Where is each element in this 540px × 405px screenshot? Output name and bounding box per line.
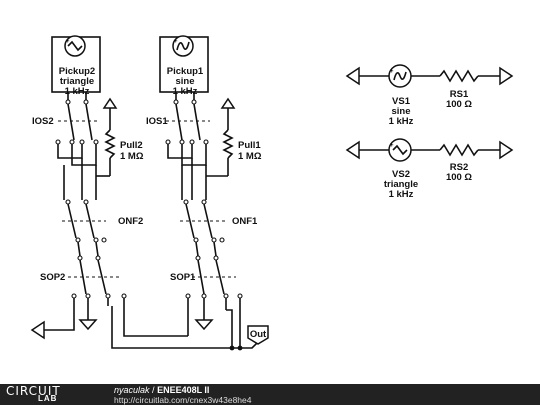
pickup1-name: Pickup1 <box>167 66 204 77</box>
pickup2-source[interactable]: + <box>51 35 101 93</box>
vs1-freq: 1 kHz <box>389 116 414 127</box>
sop1-label: SOP1 <box>170 272 196 283</box>
onf2-label: ONF2 <box>118 216 143 227</box>
schematic-diagram: + Pickup2 triangle 1 kHz IOS2 Pull2 1 MΩ <box>30 35 514 351</box>
pickup1-source[interactable]: + <box>159 35 209 93</box>
ground-icon <box>194 319 214 331</box>
sop2-label: SOP2 <box>40 272 65 283</box>
circuitlab-logo-top[interactable]: CIRCUIT <box>6 384 61 398</box>
left-output-arrow-icon <box>30 320 45 340</box>
vs1-wave: sine <box>391 106 410 117</box>
sop2-switch[interactable] <box>68 255 127 299</box>
vs2-source[interactable]: + <box>388 138 412 162</box>
author-name[interactable]: nyaculak <box>114 385 150 395</box>
svg-text:+: + <box>390 69 394 75</box>
svg-text:+: + <box>66 39 70 45</box>
ios2-label: IOS2 <box>32 116 54 127</box>
circuit-url-link[interactable]: http://circuitlab.com/cnex3w43e8he4 <box>114 395 252 405</box>
rs2-arrow-icon <box>499 140 514 160</box>
rs2-value: 100 Ω <box>446 172 472 183</box>
vs1-name: VS1 <box>392 96 411 107</box>
svg-text:+: + <box>390 143 394 149</box>
onf1-label: ONF1 <box>232 216 258 227</box>
ios2-switch[interactable] <box>55 99 100 145</box>
pickup2-freq: 1 kHz <box>65 86 90 97</box>
rs1-name: RS1 <box>450 89 469 100</box>
pickup1-freq: 1 kHz <box>173 86 198 97</box>
footer-bar: CIRCUIT LAB nyaculak / ENEE408L II http:… <box>0 384 540 405</box>
vs2-arrow-icon <box>345 140 360 160</box>
sop1-switch[interactable] <box>185 255 243 299</box>
rs1-value: 100 Ω <box>446 99 472 110</box>
rs2-resistor[interactable] <box>439 143 479 157</box>
rs1-resistor[interactable] <box>439 69 479 83</box>
vs1-arrow-icon <box>345 66 360 86</box>
vs2-freq: 1 kHz <box>389 189 414 200</box>
pull2-name: Pull2 <box>120 140 143 151</box>
vs1-source[interactable]: + <box>388 64 412 88</box>
pull2-value: 1 MΩ <box>120 151 144 162</box>
rs2-name: RS2 <box>450 162 468 173</box>
pull1-name: Pull1 <box>238 140 261 151</box>
circuitlab-logo-bottom: LAB <box>38 394 58 403</box>
out-terminal[interactable] <box>247 325 269 345</box>
pull2-resistor[interactable] <box>102 97 118 176</box>
title-separator: / <box>152 385 158 395</box>
ground-icon <box>78 319 98 331</box>
ios1-label: IOS1 <box>146 116 168 127</box>
author-title-line: nyaculak / ENEE408L II <box>114 385 209 395</box>
pickup2-name: Pickup2 <box>59 66 95 77</box>
rs1-arrow-icon <box>499 66 514 86</box>
pull1-resistor[interactable] <box>220 97 236 176</box>
pickup2-wave: triangle <box>60 76 94 87</box>
onf1-switch[interactable] <box>180 199 226 243</box>
onf2-switch[interactable] <box>62 199 107 243</box>
pickup1-wave: sine <box>175 76 194 87</box>
ios1-switch[interactable] <box>165 99 210 145</box>
circuit-title: ENEE408L II <box>157 385 210 395</box>
pull1-value: 1 MΩ <box>238 151 262 162</box>
vs2-wave: triangle <box>384 179 418 190</box>
out-label: Out <box>250 329 267 340</box>
svg-text:+: + <box>174 39 178 45</box>
vs2-name: VS2 <box>392 169 410 180</box>
